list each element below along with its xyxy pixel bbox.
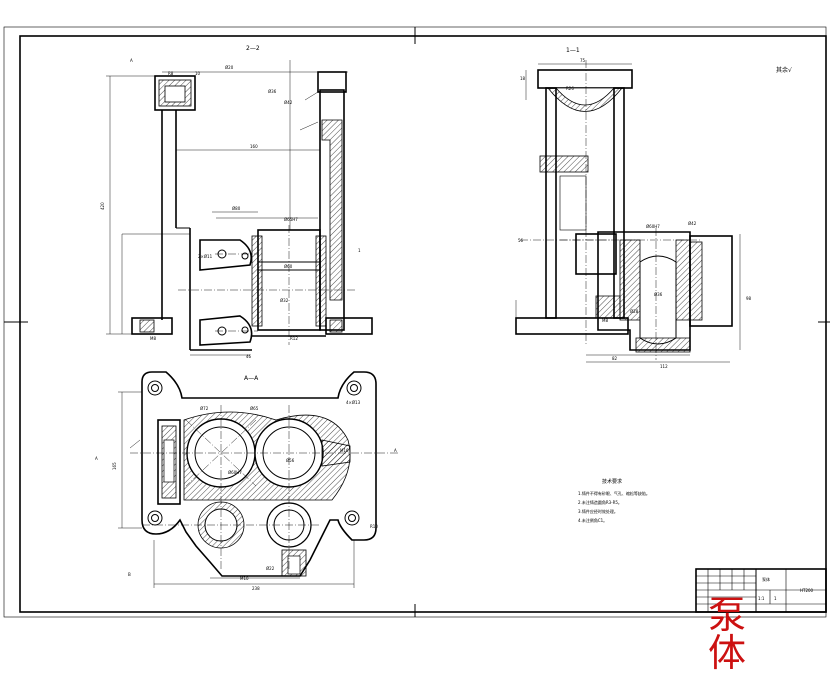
svg-text:Ø22: Ø22 bbox=[266, 566, 275, 571]
svg-text:Ø42: Ø42 bbox=[688, 221, 697, 226]
engineering-drawing: 2—2 A 420 160 1 R8 10 Ø20 Ø36 Ø42 Ø65H7 … bbox=[3, 26, 830, 618]
svg-text:4×Ø13: 4×Ø13 bbox=[346, 400, 361, 405]
svg-text:B: B bbox=[128, 572, 131, 577]
svg-text:Ø20: Ø20 bbox=[225, 65, 234, 70]
svg-text:98: 98 bbox=[746, 296, 752, 301]
svg-text:R8: R8 bbox=[168, 71, 174, 76]
title-block-sheet: 1 bbox=[774, 596, 777, 601]
tech-req-line-4: 4.未注倒角C1。 bbox=[578, 517, 607, 523]
svg-text:Ø60H7: Ø60H7 bbox=[228, 470, 242, 475]
side-view-label: 1—1 bbox=[566, 47, 580, 54]
side-width-dim: 75 bbox=[580, 58, 586, 63]
svg-text:Ø32: Ø32 bbox=[280, 298, 289, 303]
surface-roughness-note: 其余√ bbox=[776, 66, 792, 74]
svg-text:Ø36: Ø36 bbox=[268, 89, 277, 94]
svg-text:M10: M10 bbox=[240, 576, 249, 581]
section-marker-3: A bbox=[394, 448, 397, 453]
svg-text:Ø56: Ø56 bbox=[286, 458, 295, 463]
svg-text:A: A bbox=[130, 58, 133, 63]
plan-width-dim: 238 bbox=[252, 586, 260, 591]
svg-text:112: 112 bbox=[660, 364, 668, 369]
sheet-border bbox=[3, 26, 830, 618]
svg-text:M16: M16 bbox=[340, 448, 349, 453]
svg-text:Ø65H7: Ø65H7 bbox=[284, 217, 298, 222]
part-title-stamp: 泵 体 bbox=[708, 593, 773, 675]
section-marker-2: A bbox=[95, 456, 98, 461]
svg-text:2×Ø11: 2×Ø11 bbox=[198, 254, 213, 259]
svg-text:Ø80: Ø80 bbox=[232, 206, 241, 211]
svg-text:M8: M8 bbox=[602, 318, 608, 323]
svg-text:M8: M8 bbox=[150, 336, 156, 341]
title-block-material: HT200 bbox=[800, 588, 814, 593]
front-section-view: 2—2 A 420 160 1 R8 10 Ø20 Ø36 Ø42 Ø65H7 … bbox=[100, 45, 373, 359]
svg-text:Ø65: Ø65 bbox=[250, 406, 259, 411]
tech-req-heading: 技术要求 bbox=[602, 478, 622, 485]
svg-text:Ø60: Ø60 bbox=[284, 264, 293, 269]
tech-req-line-2: 2.未注铸造圆角R3-R5。 bbox=[578, 499, 622, 505]
svg-text:Ø42: Ø42 bbox=[284, 100, 293, 105]
drawing-sheet: 2—2 A 420 160 1 R8 10 Ø20 Ø36 Ø42 Ø65H7 … bbox=[3, 26, 830, 672]
svg-text:56: 56 bbox=[518, 238, 524, 243]
title-block-name: 泵体 bbox=[762, 576, 770, 582]
title-block-scale: 1:1 bbox=[758, 596, 765, 601]
plan-view-label: A—A bbox=[244, 375, 259, 382]
title-block: 泵体 HT200 1:1 1 bbox=[695, 568, 827, 613]
tech-req-line-3: 3.铸件应经时效处理。 bbox=[578, 508, 618, 514]
svg-text:46: 46 bbox=[246, 354, 252, 359]
front-width-dim: 160 bbox=[250, 144, 258, 149]
svg-text:Ø60H7: Ø60H7 bbox=[646, 224, 660, 229]
front-view-label: 2—2 bbox=[246, 45, 260, 52]
tech-req-line-1: 1.铸件不得有砂眼、气孔、缩松等缺陷。 bbox=[578, 490, 650, 496]
svg-text:R12: R12 bbox=[290, 336, 298, 341]
svg-text:Ø36: Ø36 bbox=[654, 292, 663, 297]
side-section-view: 1—1 75 R26 18 Ø60H7 Ø42 Ø36 M8 Ø28 82 11… bbox=[515, 47, 792, 369]
svg-text:R10: R10 bbox=[370, 524, 378, 529]
front-height-dim: 420 bbox=[100, 202, 105, 210]
svg-text:18: 18 bbox=[520, 76, 526, 81]
section-marker-1: 1 bbox=[358, 248, 361, 253]
svg-text:10: 10 bbox=[195, 71, 201, 76]
svg-text:R26: R26 bbox=[566, 86, 574, 91]
technical-requirements: 技术要求 1.铸件不得有砂眼、气孔、缩松等缺陷。 2.未注铸造圆角R3-R5。 … bbox=[578, 478, 650, 523]
svg-text:82: 82 bbox=[612, 356, 618, 361]
svg-text:Ø28: Ø28 bbox=[630, 309, 639, 314]
svg-text:Ø72: Ø72 bbox=[200, 406, 209, 411]
plan-height-dim: 165 bbox=[112, 462, 117, 470]
plan-section-view: A—A A A 165 238 Ø72 Ø65 Ø60H7 Ø56 M16 4×… bbox=[95, 371, 400, 591]
